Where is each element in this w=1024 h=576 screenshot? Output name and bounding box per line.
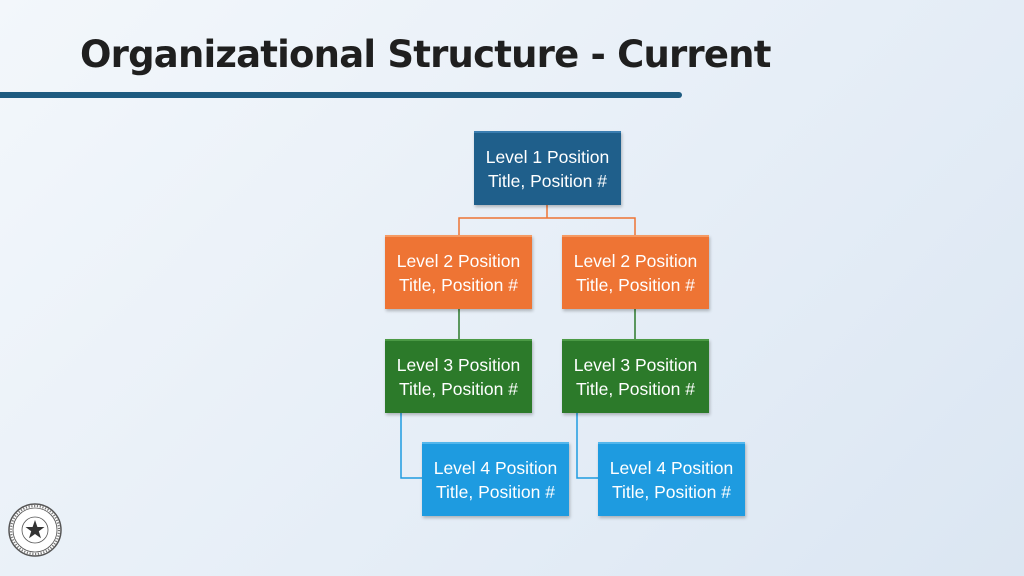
connector-l3-l4-right: [576, 413, 598, 479]
org-box-line2: Title, Position #: [576, 379, 695, 399]
connector-l1-l2: [458, 205, 636, 236]
org-box-line1: Level 1 Position: [485, 147, 610, 167]
org-box-level-1[interactable]: Level 1 Position Title, Position #: [474, 131, 621, 205]
org-box-level-4-right[interactable]: Level 4 Position Title, Position #: [598, 442, 745, 516]
org-box-line1: Level 3 Position: [573, 355, 698, 375]
org-box-line1: Level 2 Position: [573, 251, 698, 271]
org-box-line2: Title, Position #: [399, 275, 518, 295]
org-box-line1: Level 3 Position: [396, 355, 521, 375]
org-box-level-3-left[interactable]: Level 3 Position Title, Position #: [385, 339, 532, 413]
org-box-line1: Level 2 Position: [396, 251, 521, 271]
org-box-level-3-right[interactable]: Level 3 Position Title, Position #: [562, 339, 709, 413]
org-box-line2: Title, Position #: [488, 171, 607, 191]
org-box-level-2-right[interactable]: Level 2 Position Title, Position #: [562, 235, 709, 309]
county-seal-icon: [8, 503, 62, 557]
page-title: Organizational Structure - Current: [80, 33, 771, 76]
org-box-line2: Title, Position #: [576, 275, 695, 295]
connector-l3-l4-left: [400, 413, 422, 479]
org-box-line1: Level 4 Position: [609, 458, 734, 478]
title-underline: [0, 92, 682, 98]
org-box-line2: Title, Position #: [436, 482, 555, 502]
org-box-line2: Title, Position #: [612, 482, 731, 502]
org-box-line1: Level 4 Position: [433, 458, 558, 478]
org-box-line2: Title, Position #: [399, 379, 518, 399]
org-box-level-2-left[interactable]: Level 2 Position Title, Position #: [385, 235, 532, 309]
org-box-level-4-left[interactable]: Level 4 Position Title, Position #: [422, 442, 569, 516]
